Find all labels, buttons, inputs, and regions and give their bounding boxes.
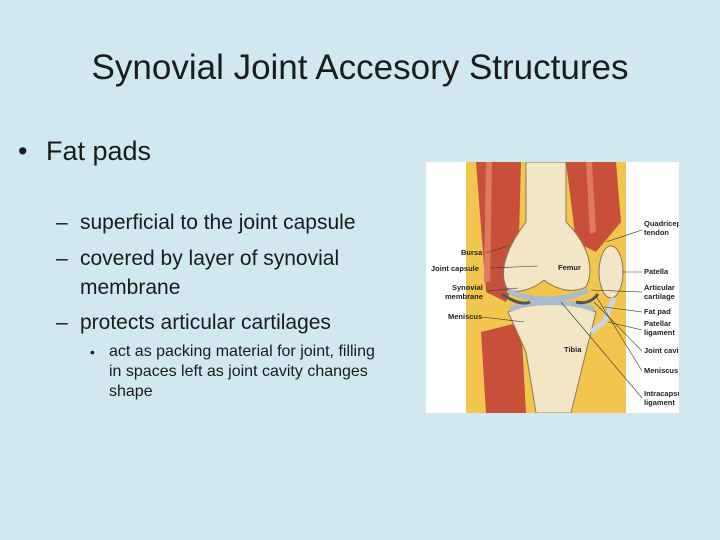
knee-joint-illustration: Femur Tibia Bursa Joint capsule Synovial…	[426, 162, 679, 413]
label-meniscus-right: Meniscus	[644, 366, 678, 375]
tibia-label: Tibia	[564, 345, 582, 354]
leader-line	[590, 289, 643, 293]
dash-marker: –	[56, 211, 68, 234]
label-joint-cavity: Joint cavity	[644, 346, 679, 355]
leader-line	[595, 295, 643, 372]
label-meniscus-left: Meniscus	[448, 312, 482, 321]
tibial-cartilage	[508, 300, 596, 313]
leader-line	[485, 245, 509, 254]
leader-line	[481, 316, 525, 323]
label-intracapsular-ligament: Intracapsularligament	[644, 389, 679, 407]
sub-bullet-text: protects articular cartilages	[80, 311, 331, 334]
knee-diagram: Femur Tibia Bursa Joint capsule Synovial…	[431, 162, 679, 413]
label-fat-pad: Fat pad	[644, 307, 671, 316]
leader-line	[605, 229, 643, 243]
femur-label: Femur	[558, 263, 581, 272]
sub-bullet-2: – covered by layer of synovial membrane	[56, 244, 396, 302]
bullet-dot: •	[90, 344, 95, 360]
patellar-ligament	[589, 297, 617, 334]
dash-marker: –	[56, 247, 68, 270]
leader-line	[489, 265, 539, 269]
dash-marker: –	[56, 311, 68, 334]
label-quadriceps-tendon: Quadricepstendon	[644, 219, 679, 237]
leader-line	[603, 306, 643, 313]
sub-sub-bullet-text: act as packing material for joint, filli…	[109, 343, 375, 400]
bullet-text: Fat pads	[46, 136, 152, 166]
femur-bone	[503, 162, 591, 292]
sub-bullet-3: – protects articular cartilages	[56, 308, 396, 337]
sub-bullet-1: – superficial to the joint capsule	[56, 208, 396, 237]
bullet-dot: •	[18, 136, 28, 166]
sub-bullet-text: superficial to the joint capsule	[80, 211, 356, 234]
bullet-fat-pads: • Fat pads	[18, 134, 151, 168]
label-patella: Patella	[644, 267, 669, 276]
articular-cartilage	[506, 287, 590, 302]
meniscus-right	[575, 293, 600, 305]
label-joint-capsule: Joint capsule	[431, 264, 479, 273]
leader-line	[607, 321, 643, 331]
muscle-striation	[586, 162, 596, 234]
sub-bullet-text: covered by layer of synovial membrane	[80, 247, 340, 299]
label-bursa: Bursa	[461, 248, 483, 257]
sub-sub-bullet: • act as packing material for joint, fil…	[90, 342, 390, 402]
calf-muscle	[481, 322, 526, 413]
leader-line	[593, 301, 643, 352]
leader-line	[487, 287, 519, 292]
leader-line	[560, 301, 643, 399]
slide-title: Synovial Joint Accesory Structures	[91, 48, 629, 87]
meniscus-left	[501, 292, 531, 305]
